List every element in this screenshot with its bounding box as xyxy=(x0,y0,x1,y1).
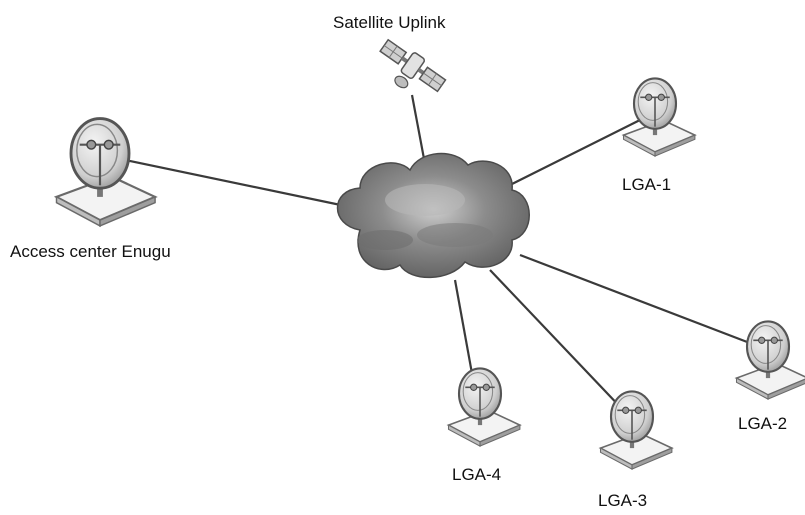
access-center-dish-icon xyxy=(55,117,157,228)
link-lga3 xyxy=(489,269,626,413)
lga3-label: LGA-3 xyxy=(598,491,648,510)
lga2-label: LGA-2 xyxy=(738,414,788,433)
lga2-dish-icon xyxy=(735,320,805,401)
link-lga1 xyxy=(509,119,641,186)
satellite-uplink-label: Satellite Uplink xyxy=(333,13,446,32)
lga3-dish-icon xyxy=(599,390,673,471)
lga4-dish-icon xyxy=(447,367,521,448)
lga1-dish-icon xyxy=(622,77,696,158)
network-cloud-icon xyxy=(336,152,530,279)
lga1-label: LGA-1 xyxy=(622,175,672,194)
network-links xyxy=(124,94,756,413)
access-center-label: Access center Enugu xyxy=(10,242,171,261)
link-access-center xyxy=(124,158,356,210)
satellite-icon xyxy=(379,38,447,93)
lga4-label: LGA-4 xyxy=(452,465,502,484)
link-lga2 xyxy=(519,253,756,347)
